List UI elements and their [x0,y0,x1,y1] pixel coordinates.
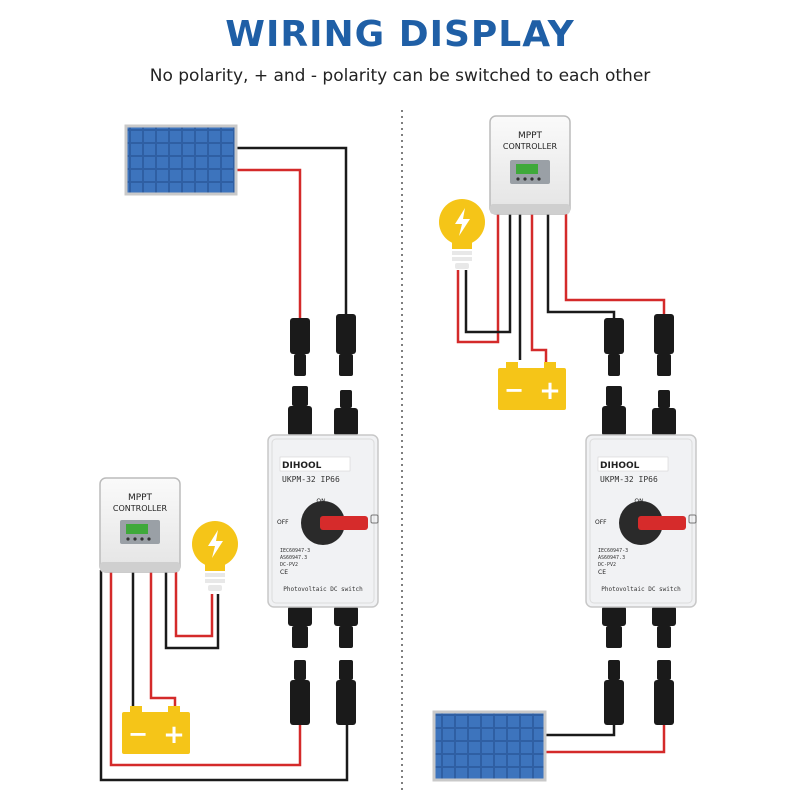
light-bulb-icon [192,521,238,591]
dc-isolator-switch: DIHOOL UKPM-32 IP66 ON OFF IEC60947-3 AS… [585,434,697,608]
lightning-bolt-icon [455,208,470,236]
controller-button-icon [537,177,541,181]
battery-minus-label: − [128,720,148,748]
lock-icon [370,514,379,524]
controller-button-icon [516,177,520,181]
controller-label-line1: MPPT [518,131,543,141]
controller-button-icon [133,537,137,541]
mc4-connector [654,660,674,725]
mc4-connector [604,660,624,725]
switch-brand-label: DIHOOL [600,461,640,471]
ce-mark: CE [598,569,606,576]
switch-off-label: OFF [595,519,607,526]
switch-standard-2: AS60947.3 [598,555,625,561]
mc4-connector [652,390,676,436]
mppt-controller: MPPT CONTROLLER [489,115,571,215]
mc4-connector [654,314,674,376]
mc4-connector [334,606,358,648]
lightning-bolt-icon [208,530,223,558]
mc4-connector [288,386,312,436]
mc4-connector [336,314,356,376]
switch-standard-2: AS60947.3 [280,555,307,561]
solar-panel [432,710,547,782]
mc4-connector [602,606,626,648]
solar-panel [124,124,238,196]
mc4-connector [652,606,676,648]
ce-mark: CE [280,569,288,576]
mppt-controller: MPPT CONTROLLER [99,477,181,573]
switch-standard-1: IEC60947-3 [280,548,310,554]
battery-icon: − + [122,706,190,754]
lock-icon [688,514,697,524]
dc-isolator-switch: DIHOOL UKPM-32 IP66 ON OFF IEC60947-3 AS… [267,434,379,608]
battery-icon: − + [498,362,566,410]
controller-button-icon [147,537,151,541]
switch-standard-1: IEC60947-3 [598,548,628,554]
switch-brand-label: DIHOOL [282,461,322,471]
battery-plus-label: + [539,376,561,406]
mc4-connector [334,390,358,436]
right-wires [456,214,666,754]
controller-label-line2: CONTROLLER [113,504,168,513]
switch-standard-3: DC-PV2 [280,562,298,568]
mc4-connector [602,386,626,436]
mc4-connector [604,318,624,376]
controller-screen [516,164,538,174]
battery-plus-label: + [163,720,185,750]
battery-minus-label: − [504,376,524,404]
mc4-connector [290,660,310,725]
mc4-connector [290,318,310,376]
controller-screen [126,524,148,534]
light-bulb-icon [439,199,485,269]
switch-standard-3: DC-PV2 [598,562,616,568]
switch-handle[interactable] [320,516,368,530]
switch-footer-label: Photovoltaic DC switch [283,586,363,593]
controller-button-icon [126,537,130,541]
controller-button-icon [523,177,527,181]
mc4-connector [288,606,312,648]
controller-button-icon [140,537,144,541]
left-wires [99,146,349,782]
controller-label-line2: CONTROLLER [503,142,558,151]
switch-model-label: UKPM-32 IP66 [282,475,340,484]
switch-footer-label: Photovoltaic DC switch [601,586,681,593]
mc4-connector [336,660,356,725]
controller-label-line1: MPPT [128,493,153,503]
page-title: WIRING DISPLAY [225,14,575,55]
switch-handle[interactable] [638,516,686,530]
switch-model-label: UKPM-32 IP66 [600,475,658,484]
page-subtitle: No polarity, + and - polarity can be swi… [149,66,651,86]
controller-button-icon [530,177,534,181]
switch-off-label: OFF [277,519,289,526]
